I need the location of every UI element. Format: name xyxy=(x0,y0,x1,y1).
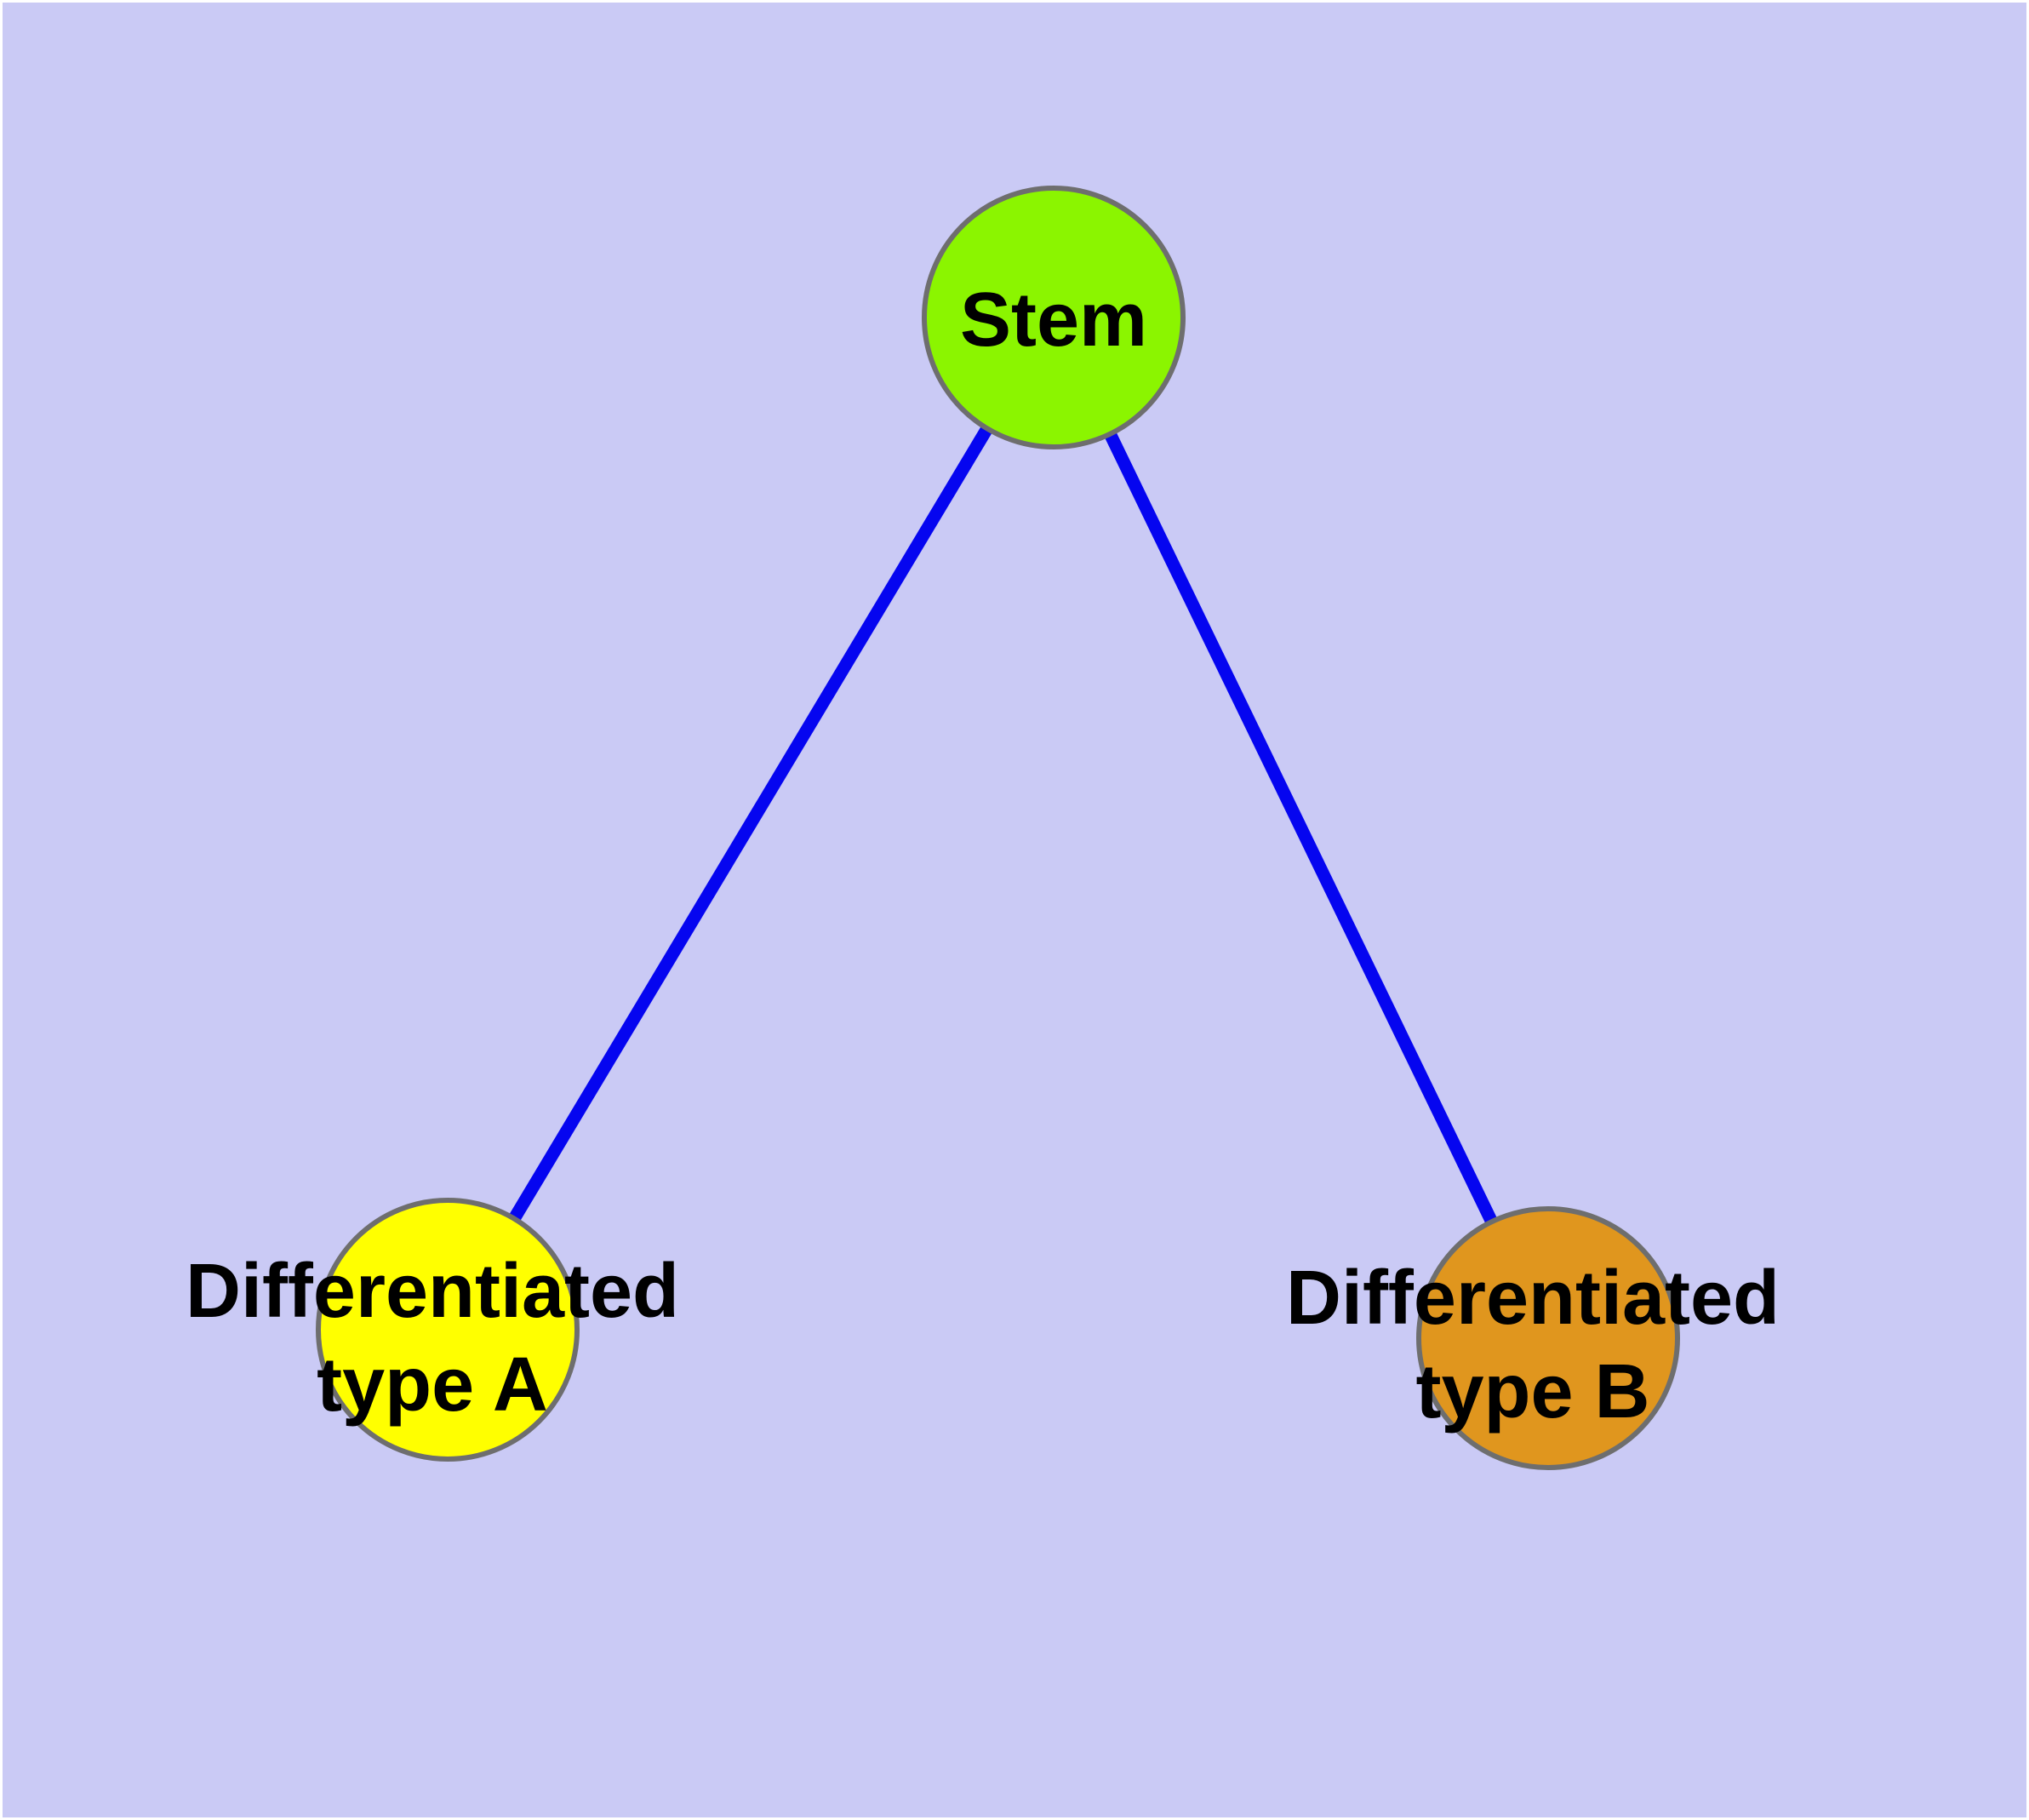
edge-stem-to-type-a xyxy=(442,314,1060,1333)
node-type-b-label-line1: Differentiated xyxy=(1286,1256,1780,1341)
node-stem-circle xyxy=(922,186,1186,449)
node-stem-label: Stem xyxy=(960,278,1147,363)
node-type-a-label-line2: type A xyxy=(317,1342,548,1428)
node-type-b-label-line2: type B xyxy=(1415,1349,1649,1434)
node-type-a-label-line1: Differentiated xyxy=(186,1249,679,1334)
node-type-a-circle xyxy=(316,1198,580,1462)
edge-stem-to-type-b xyxy=(1048,314,1554,1342)
node-type-b-circle xyxy=(1416,1206,1680,1470)
